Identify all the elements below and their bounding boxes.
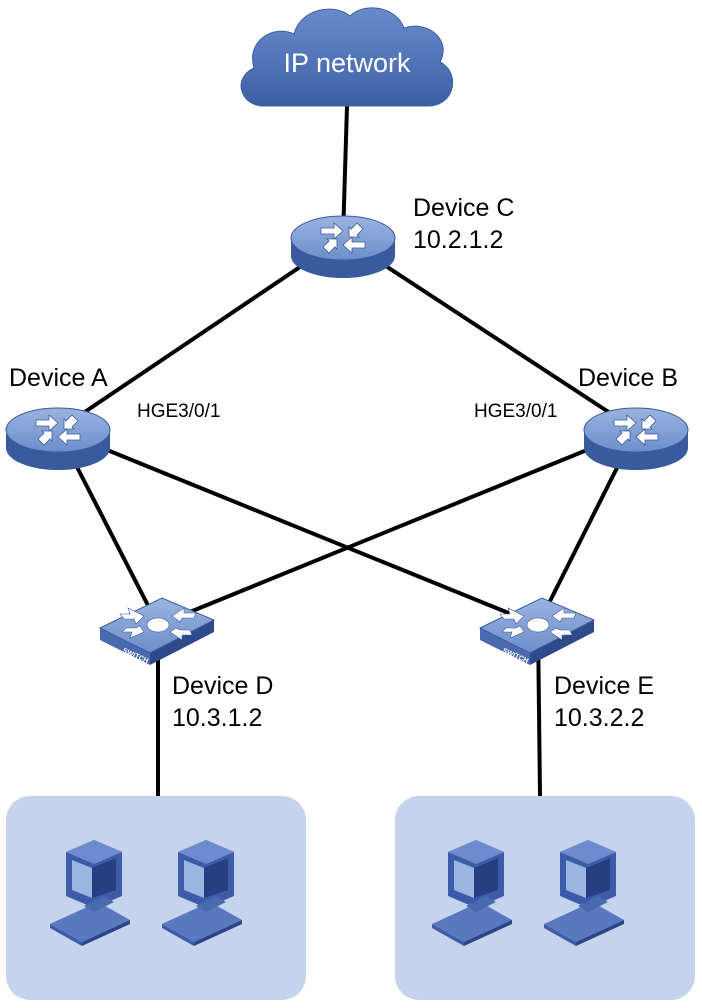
link-c-b (341, 236, 638, 432)
links (56, 105, 638, 797)
device-a-router (6, 408, 110, 470)
ip-network-cloud: IP network (240, 7, 454, 107)
lan-right-area (395, 796, 695, 1000)
device-d-ip: 10.3.1.2 (172, 704, 263, 732)
device-e-ip: 10.3.2.2 (554, 704, 645, 732)
device-c-router: ROUTER (291, 216, 395, 288)
link-c-a (56, 236, 345, 432)
device-a-name: Device A (9, 364, 108, 392)
device-b-port: HGE3/0/1 (474, 401, 558, 422)
device-d-name: Device D (172, 672, 274, 700)
link-a-e (57, 428, 539, 627)
cloud-label: IP network (283, 48, 411, 78)
device-c-name: Device C (413, 194, 515, 222)
router-badge: ROUTER (326, 279, 360, 288)
device-b-name: Device B (578, 364, 679, 392)
link-b-d (157, 428, 637, 627)
device-c-ip: 10.2.1.2 (413, 226, 504, 254)
device-b-router (584, 408, 688, 470)
device-e-name: Device E (554, 672, 655, 700)
lan-left-area (6, 796, 306, 1000)
device-a-port: HGE3/0/1 (137, 401, 221, 422)
